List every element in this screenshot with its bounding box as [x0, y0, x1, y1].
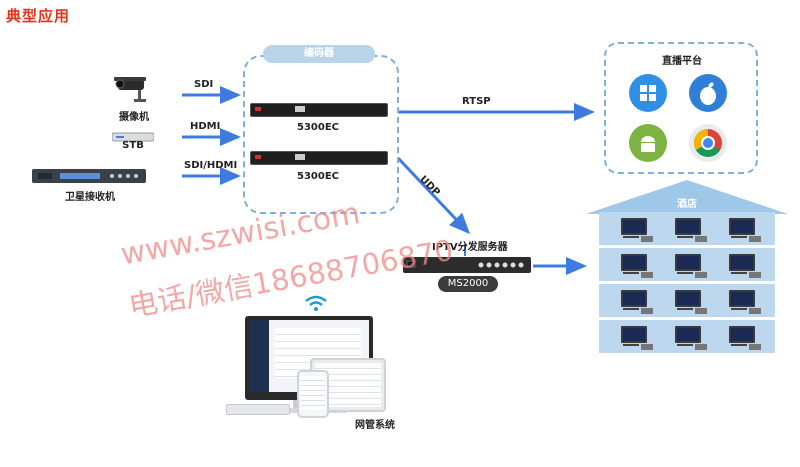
room-tv	[675, 290, 701, 307]
live-platform-label: 直播平台	[662, 56, 702, 67]
link-label-hdmi: HDMI	[190, 121, 221, 132]
encoder-unit-1-led	[255, 107, 261, 111]
room-tv-stand	[677, 308, 693, 310]
room-tv-stand	[623, 236, 639, 238]
android-icon	[629, 124, 667, 162]
room-tv	[675, 254, 701, 271]
room-tv	[729, 254, 755, 271]
room-tv	[675, 326, 701, 343]
room-stb	[695, 308, 707, 314]
room-tv-stand	[623, 272, 639, 274]
page-title: 典型应用	[6, 7, 71, 25]
room-tv	[621, 326, 647, 343]
room-stb	[749, 308, 761, 314]
camera-icon	[112, 74, 152, 106]
link-label-udp: UDP	[417, 174, 442, 199]
room-tv-stand	[677, 272, 693, 274]
stb-label: STB	[122, 140, 144, 151]
nms-label: 网管系统	[355, 420, 395, 431]
satellite-receiver-icon	[32, 167, 146, 185]
room-tv	[621, 254, 647, 271]
room-tv-stand	[731, 236, 747, 238]
stb-icon	[111, 128, 155, 142]
hotel-floor	[599, 320, 775, 356]
room-tv	[675, 218, 701, 235]
room-tv	[621, 290, 647, 307]
windows-icon	[629, 74, 667, 112]
room-tv-stand	[677, 236, 693, 238]
encoder-unit-2-label: 5300EC	[296, 171, 339, 182]
room-tv-stand	[731, 272, 747, 274]
iptv-model-pill: MS2000	[438, 276, 498, 292]
room-stb	[749, 236, 761, 242]
room-tv-stand	[731, 344, 747, 346]
room-tv-stand	[623, 344, 639, 346]
encoder-unit-2-display	[295, 154, 305, 160]
iptv-server-label: IPTV分发服务器	[432, 242, 508, 253]
encoder-group-label: 编码器	[263, 45, 375, 63]
iptv-server-device	[403, 256, 531, 274]
apple-icon	[689, 74, 727, 112]
link-label-sdi: SDI	[194, 79, 214, 90]
room-stb	[749, 272, 761, 278]
room-stb	[695, 272, 707, 278]
room-tv	[621, 218, 647, 235]
encoder-unit-2	[250, 151, 388, 165]
room-tv	[729, 290, 755, 307]
chrome-icon	[689, 124, 727, 162]
hotel-roof	[586, 178, 788, 216]
room-tv-stand	[623, 308, 639, 310]
encoder-unit-1	[250, 103, 388, 117]
room-stb	[641, 308, 653, 314]
link-label-rtsp: RTSP	[462, 96, 491, 107]
room-tv	[729, 218, 755, 235]
room-tv	[729, 326, 755, 343]
room-tv-stand	[731, 308, 747, 310]
satellite-receiver-label: 卫星接收机	[65, 192, 115, 203]
room-stb	[749, 344, 761, 350]
wifi-icon	[304, 294, 328, 312]
hotel-label: 酒店	[677, 199, 697, 210]
camera-label: 摄像机	[119, 112, 149, 123]
room-stb	[695, 344, 707, 350]
room-stb	[641, 272, 653, 278]
hotel-floor	[599, 284, 775, 320]
phone-screen	[301, 376, 325, 410]
room-stb	[695, 236, 707, 242]
hotel-floor	[599, 212, 775, 248]
room-stb	[641, 236, 653, 242]
hotel-floor	[599, 248, 775, 284]
link-label-sdi-hdmi: SDI/HDMI	[184, 160, 238, 171]
desktop-screen-sidebar	[249, 320, 269, 392]
keyboard	[226, 404, 290, 415]
room-tv-stand	[677, 344, 693, 346]
phone	[297, 370, 329, 418]
live-platform-group	[604, 42, 758, 174]
encoder-group	[243, 55, 399, 214]
encoder-unit-1-label: 5300EC	[296, 122, 339, 133]
encoder-unit-1-display	[295, 106, 305, 112]
room-stb	[641, 344, 653, 350]
encoder-unit-2-led	[255, 155, 261, 159]
